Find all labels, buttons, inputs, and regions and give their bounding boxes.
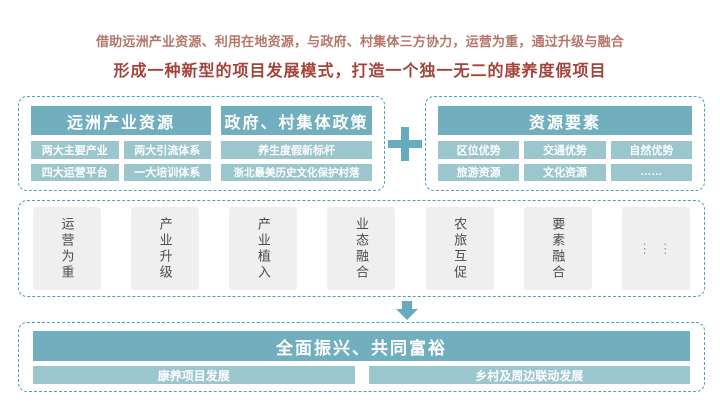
- industry-resource-title: 远洲产业资源: [31, 106, 211, 135]
- resource-item: 旅游资源: [438, 163, 520, 181]
- intro-line-2: 形成一种新型的项目发展模式，打造一个独一无二的康养度假项目: [113, 61, 607, 80]
- plus-icon: [388, 126, 422, 161]
- bottom-sub-items: 康养项目发展 乡村及周边联动发展: [33, 366, 690, 384]
- middle-item-label: 要素融合: [550, 216, 566, 281]
- intro-line-1: 借助远洲产业资源、利用在地资源，与政府、村集体三方协力，运营为重，通过升级与融合: [95, 34, 624, 49]
- industry-item: 四大运营平台: [31, 163, 119, 181]
- plus-icon-wrap: [385, 96, 425, 191]
- industry-resource-box: 远洲产业资源 两大主要产业 两大引流体系 四大运营平台 一大培训体系: [31, 106, 211, 181]
- vertical-ellipsis-icon: ⋮ ⋮: [638, 241, 674, 256]
- middle-item-label: 农旅互促: [452, 216, 468, 281]
- resource-item-ellipsis: ……: [610, 163, 692, 181]
- policy-item: 养生度假新标杆: [221, 141, 372, 159]
- industry-item: 两大主要产业: [31, 141, 119, 159]
- bottom-sub-item: 康养项目发展: [33, 366, 355, 384]
- top-section: 远洲产业资源 两大主要产业 两大引流体系 四大运营平台 一大培训体系 政府、村集…: [18, 96, 705, 191]
- resource-item: 区位优势: [438, 141, 520, 159]
- middle-item-ellipsis-box: ⋮ ⋮: [621, 207, 690, 290]
- industry-item: 一大培训体系: [123, 163, 211, 181]
- resource-elements-title: 资源要素: [438, 106, 692, 135]
- industry-item: 两大引流体系: [123, 141, 211, 159]
- resource-item: 自然优势: [610, 141, 692, 159]
- middle-item-box: 要素融合: [523, 207, 592, 290]
- policy-item: 浙北最美历史文化保护村落: [221, 164, 372, 181]
- middle-item-label: 产业植入: [255, 216, 271, 281]
- middle-item-box: 产业升级: [131, 207, 200, 290]
- middle-item-box: 产业植入: [229, 207, 298, 290]
- bottom-banner-title: 全面振兴、共同富裕: [33, 331, 690, 361]
- bottom-sub-item: 乡村及周边联动发展: [368, 366, 690, 384]
- intro-text-block: 借助远洲产业资源、利用在地资源，与政府、村集体三方协力，运营为重，通过升级与融合…: [0, 0, 720, 81]
- policy-title: 政府、村集体政策: [221, 106, 372, 135]
- middle-item-box: 农旅互促: [425, 207, 494, 290]
- arrow-down-head: [396, 309, 418, 320]
- middle-item-label: 运营为重: [59, 216, 75, 281]
- middle-item-box: 业态融合: [327, 207, 396, 290]
- resource-item: 交通优势: [524, 141, 606, 159]
- middle-item-label: 产业升级: [157, 216, 173, 281]
- resource-item: 文化资源: [524, 163, 606, 181]
- middle-item-box: 运营为重: [33, 207, 101, 290]
- resource-elements-items: 区位优势 交通优势 自然优势 旅游资源 文化资源 ……: [438, 141, 692, 181]
- industry-policy-group: 远洲产业资源 两大主要产业 两大引流体系 四大运营平台 一大培训体系 政府、村集…: [18, 96, 385, 191]
- policy-items: 养生度假新标杆 浙北最美历史文化保护村落: [221, 141, 372, 181]
- middle-section: 运营为重 产业升级 产业植入 业态融合 农旅互促 要素融合 ⋮ ⋮: [18, 200, 705, 297]
- arrow-down-icon: [396, 301, 418, 320]
- resource-elements-box: 资源要素 区位优势 交通优势 自然优势 旅游资源 文化资源 ……: [425, 96, 705, 191]
- middle-item-label: 业态融合: [353, 216, 369, 281]
- policy-box: 政府、村集体政策 养生度假新标杆 浙北最美历史文化保护村落: [221, 106, 372, 181]
- arrow-down-stem: [402, 301, 412, 309]
- industry-resource-items: 两大主要产业 两大引流体系 四大运营平台 一大培训体系: [31, 141, 211, 181]
- bottom-section: 全面振兴、共同富裕 康养项目发展 乡村及周边联动发展: [18, 322, 705, 392]
